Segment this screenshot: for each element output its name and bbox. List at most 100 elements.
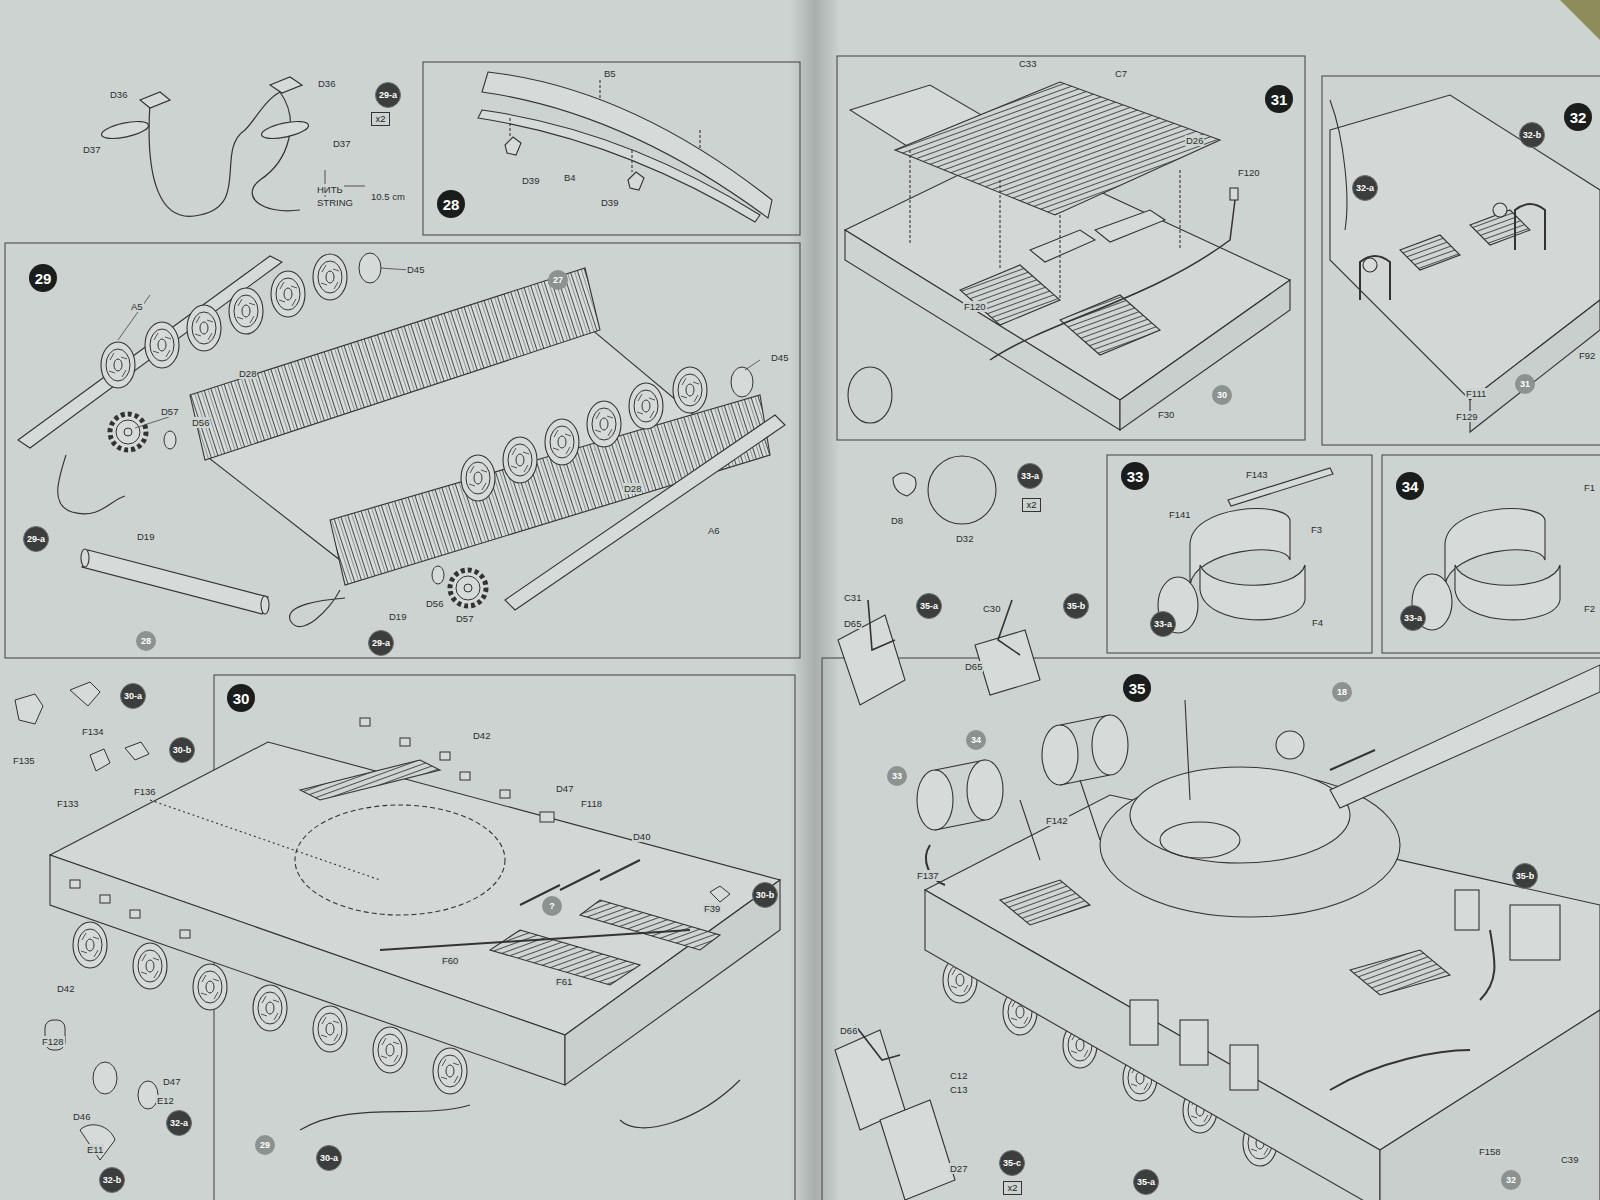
step-number: 32 xyxy=(1564,103,1592,131)
part-label: D37 xyxy=(332,138,351,149)
part-label: D42 xyxy=(56,983,75,994)
callout-text: 35-a xyxy=(920,602,938,611)
part-label: A6 xyxy=(707,525,721,536)
step-number: 35 xyxy=(1123,674,1151,702)
callout-text: x2 xyxy=(1026,500,1036,510)
part-label: D47 xyxy=(555,783,574,794)
part-label: STRING xyxy=(316,197,354,208)
callout-text: 35-c xyxy=(1003,1159,1021,1168)
part-label: НИТЬ xyxy=(316,184,344,195)
part-label: C13 xyxy=(949,1084,968,1095)
part-reference-callout: 18 xyxy=(1332,682,1352,702)
callout-text: 30 xyxy=(233,691,250,706)
subassembly-callout: 35-a xyxy=(1133,1169,1159,1195)
part-label: D45 xyxy=(770,352,789,363)
subassembly-callout: 30-a xyxy=(316,1145,342,1171)
callout-text: 29 xyxy=(35,271,52,286)
part-label: D65 xyxy=(843,618,862,629)
part-label: B4 xyxy=(563,172,577,183)
callout-text: 31 xyxy=(1271,92,1288,107)
part-reference-callout: 30 xyxy=(1212,385,1232,405)
part-label: D40 xyxy=(632,831,651,842)
callout-text: 35-b xyxy=(1067,602,1086,611)
part-reference-callout: 31 xyxy=(1515,374,1535,394)
part-label: D56 xyxy=(425,598,444,609)
callout-text: 32-b xyxy=(1523,131,1542,140)
step-number: 34 xyxy=(1396,472,1424,500)
callout-text: 32 xyxy=(1570,110,1587,125)
part-label: F3 xyxy=(1310,524,1323,535)
part-label: D46 xyxy=(72,1111,91,1122)
callout-text: 32-a xyxy=(170,1119,188,1128)
part-label: F137 xyxy=(916,870,940,881)
callout-text: 33 xyxy=(892,772,902,781)
callout-text: 28 xyxy=(141,637,151,646)
subassembly-callout: 33-a xyxy=(1017,463,1043,489)
subassembly-callout: 35-c xyxy=(999,1150,1025,1176)
callout-text: 32-b xyxy=(103,1176,122,1185)
part-label: C12 xyxy=(949,1070,968,1081)
subassembly-callout: 35-b xyxy=(1512,863,1538,889)
callout-text: 34 xyxy=(971,736,981,745)
part-label: F60 xyxy=(441,955,459,966)
step-number: 33 xyxy=(1121,462,1149,490)
part-label: D19 xyxy=(136,531,155,542)
subassembly-callout: 33-a xyxy=(1150,611,1176,637)
subassembly-callout: 32-b xyxy=(1519,122,1545,148)
part-label: F39 xyxy=(703,903,721,914)
subassembly-callout: 32-b xyxy=(99,1167,125,1193)
callout-text: 29-a xyxy=(372,639,390,648)
subassembly-callout: 30-b xyxy=(752,882,778,908)
part-label: D39 xyxy=(600,197,619,208)
part-label: D65 xyxy=(964,661,983,672)
callout-text: 33-a xyxy=(1404,614,1422,623)
part-reference-callout: 27 xyxy=(548,270,568,290)
part-label: D36 xyxy=(317,78,336,89)
part-label: D26 xyxy=(1185,135,1204,146)
part-label: F1 xyxy=(1583,482,1596,493)
step-number: 31 xyxy=(1265,85,1293,113)
quantity-box: x2 xyxy=(1003,1181,1022,1195)
part-label: C39 xyxy=(1560,1154,1579,1165)
quantity-box: x2 xyxy=(371,112,390,126)
callout-text: 18 xyxy=(1337,688,1347,697)
part-label: D45 xyxy=(406,264,425,275)
subassembly-callout: 32-a xyxy=(166,1110,192,1136)
part-label: F158 xyxy=(1478,1146,1502,1157)
part-label: F118 xyxy=(580,798,603,809)
callout-text: 33-a xyxy=(1021,472,1039,481)
part-reference-callout: 33 xyxy=(887,766,907,786)
subassembly-callout: 29-a xyxy=(368,630,394,656)
part-label: D39 xyxy=(521,175,540,186)
subassembly-callout: 30-a xyxy=(120,683,146,709)
callout-text: 31 xyxy=(1520,380,1530,389)
subassembly-callout: 35-b xyxy=(1063,593,1089,619)
callout-text: 30-b xyxy=(756,891,775,900)
part-label: D28 xyxy=(623,483,642,494)
part-reference-callout: 32 xyxy=(1501,1170,1521,1190)
step-number: 29 xyxy=(29,264,57,292)
part-label: F142 xyxy=(1045,815,1069,826)
part-label: D36 xyxy=(109,89,128,100)
part-reference-callout: 34 xyxy=(966,730,986,750)
part-label: D8 xyxy=(890,515,904,526)
callout-text: 30-b xyxy=(173,746,192,755)
part-label: B5 xyxy=(603,68,617,79)
part-label: F92 xyxy=(1578,350,1596,361)
part-label: D57 xyxy=(160,406,179,417)
part-label: F143 xyxy=(1245,469,1269,480)
subassembly-callout: 29-a xyxy=(23,526,49,552)
callout-text: 33-a xyxy=(1154,620,1172,629)
part-label: C31 xyxy=(843,592,862,603)
part-label: F135 xyxy=(12,755,36,766)
part-label: F120 xyxy=(1237,167,1261,178)
callout-text: 30 xyxy=(1217,391,1227,400)
part-label: F134 xyxy=(81,726,105,737)
subassembly-callout: 32-a xyxy=(1352,175,1378,201)
part-label: D47 xyxy=(162,1076,181,1087)
part-label: D32 xyxy=(955,533,974,544)
part-label: D42 xyxy=(472,730,491,741)
callout-text: 30-a xyxy=(320,1154,338,1163)
part-label: F129 xyxy=(1455,411,1479,422)
